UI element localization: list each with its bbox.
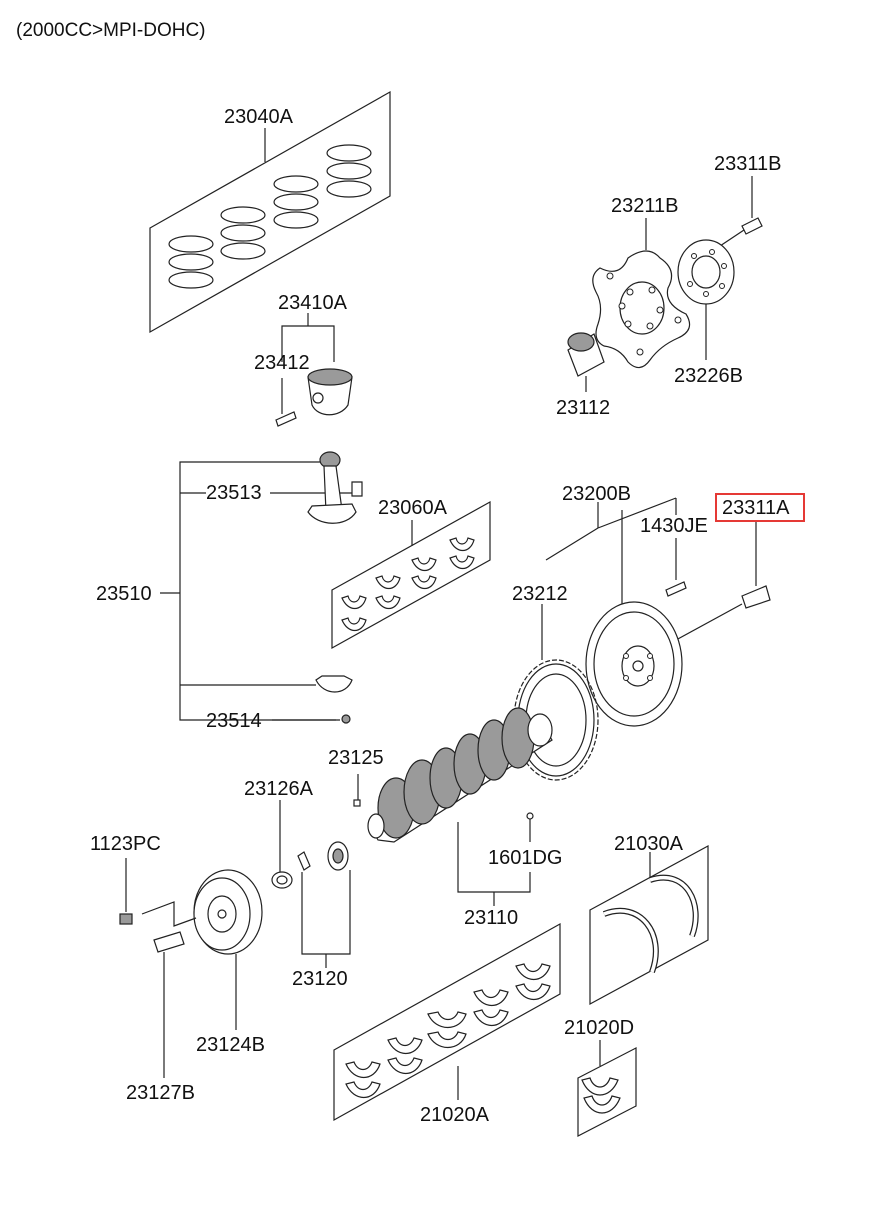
part-label-23124B[interactable]: 23124B xyxy=(196,1034,265,1056)
diagram-title: (2000CC>MPI-DOHC) xyxy=(16,20,206,41)
part-label-1430JE[interactable]: 1430JE xyxy=(640,515,708,537)
part-label-1601DG[interactable]: 1601DG xyxy=(488,847,563,869)
part-label-23112[interactable]: 23112 xyxy=(556,397,610,419)
drive-plate-assembly xyxy=(567,176,763,392)
connecting-rod-assembly xyxy=(160,451,363,724)
part-label-23212[interactable]: 23212 xyxy=(512,583,568,605)
part-label-23211B[interactable]: 23211B xyxy=(611,195,678,217)
part-label-23514[interactable]: 23514 xyxy=(206,710,262,732)
part-label-23126A[interactable]: 23126A xyxy=(244,778,314,800)
part-label-1123PC[interactable]: 1123PC xyxy=(90,833,161,855)
thrust-bearing-group xyxy=(577,1040,637,1137)
highlight-box-23311A xyxy=(715,493,805,522)
pulley-assembly xyxy=(119,800,351,1078)
part-label-23040A[interactable]: 23040A xyxy=(224,106,294,128)
part-label-23125[interactable]: 23125 xyxy=(328,747,384,769)
part-label-23060A[interactable]: 23060A xyxy=(378,497,448,519)
part-label-23412[interactable]: 23412 xyxy=(254,352,310,374)
part-label-21030A[interactable]: 21030A xyxy=(614,833,684,855)
part-label-23410A[interactable]: 23410A xyxy=(278,292,348,314)
part-label-23311B[interactable]: 23311B xyxy=(714,153,781,175)
thrust-washers-group xyxy=(589,844,709,1006)
part-label-23226B[interactable]: 23226B xyxy=(674,365,743,387)
crankshaft-assembly xyxy=(353,707,553,906)
part-label-21020A[interactable]: 21020A xyxy=(420,1104,490,1126)
flywheel-assembly xyxy=(513,493,805,781)
part-label-23127B[interactable]: 23127B xyxy=(126,1082,195,1104)
part-label-23311A[interactable]: 23311A xyxy=(722,497,790,519)
part-label-23510[interactable]: 23510 xyxy=(96,583,152,605)
part-label-21020D[interactable]: 21020D xyxy=(564,1017,634,1039)
piston-rings-group xyxy=(149,90,391,334)
main-bearings-group xyxy=(333,922,561,1122)
part-label-23513[interactable]: 23513 xyxy=(206,482,262,504)
part-label-23120[interactable]: 23120 xyxy=(292,968,348,990)
conrod-bearings-group xyxy=(331,500,491,650)
part-label-23200B[interactable]: 23200B xyxy=(562,483,631,505)
piston-assembly xyxy=(275,313,353,427)
part-label-23110[interactable]: 23110 xyxy=(464,907,518,929)
